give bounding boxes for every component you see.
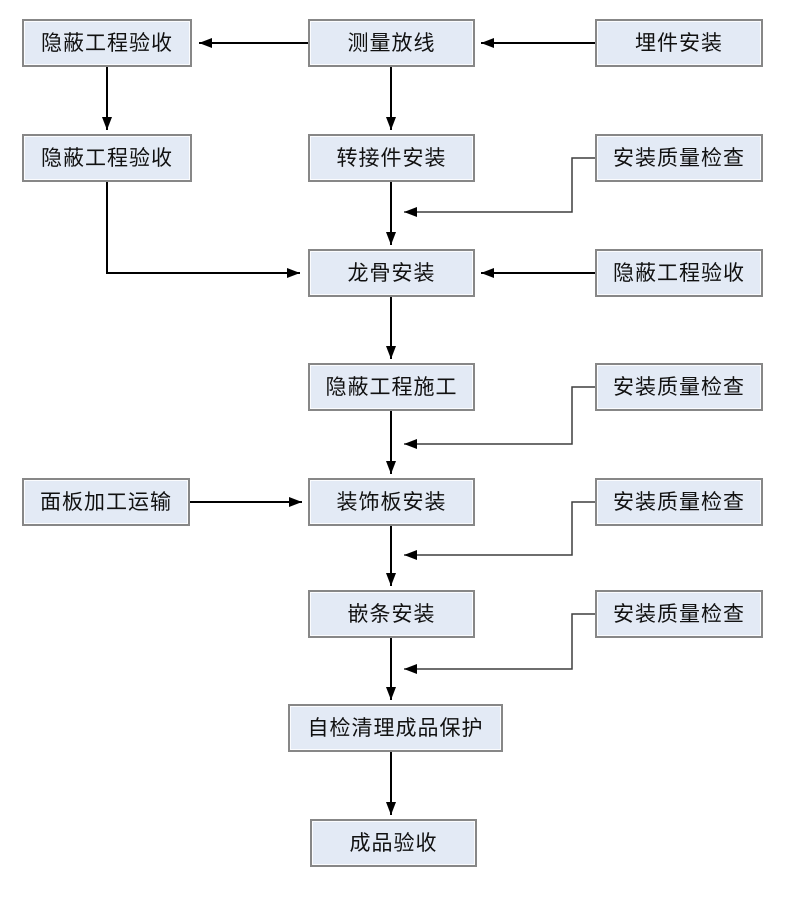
node-label: 安装质量检查 [613,602,745,626]
node-label: 嵌条安装 [347,602,436,626]
node-quality-check-4: 安装质量检查 [595,590,763,638]
connector-quality-check-1-feedback [404,157,595,217]
node-embed-install: 埋件安装 [595,19,763,67]
node-hidden-acceptance-3: 隐蔽工程验收 [595,249,763,297]
connector-quality-check-4-feedback [404,613,595,674]
node-label: 安装质量检查 [613,146,745,170]
node-quality-check-2: 安装质量检查 [595,363,763,411]
node-trim-install: 嵌条安装 [308,590,475,638]
node-panel-processing: 面板加工运输 [22,478,190,526]
node-adapter-install: 转接件安装 [308,134,475,182]
node-label: 测量放线 [347,31,436,55]
node-keel-install: 龙骨安装 [308,249,475,297]
node-hidden-acceptance-2: 隐蔽工程验收 [22,134,192,182]
node-label: 隐蔽工程验收 [41,31,173,55]
node-survey-layout: 测量放线 [308,19,475,67]
node-label: 隐蔽工程验收 [613,261,745,285]
node-label: 面板加工运输 [40,490,172,514]
node-label: 安装质量检查 [613,490,745,514]
connector-quality-check-3-feedback [404,501,595,560]
node-decor-panel-install: 装饰板安装 [308,478,475,526]
node-label: 转接件安装 [336,146,447,170]
node-self-check-cleanup: 自检清理成品保护 [288,704,503,752]
node-label: 安装质量检查 [613,375,745,399]
node-hidden-acceptance-1: 隐蔽工程验收 [22,19,192,67]
node-finished-acceptance: 成品验收 [310,819,477,867]
arrow-hidden-acceptance-2-to-keel-install [106,182,300,278]
node-label: 隐蔽工程施工 [325,375,458,399]
node-quality-check-1: 安装质量检查 [595,134,763,182]
node-label: 埋件安装 [635,31,723,55]
node-hidden-construction: 隐蔽工程施工 [308,363,475,411]
node-label: 龙骨安装 [347,261,436,285]
node-quality-check-3: 安装质量检查 [595,478,763,526]
node-label: 装饰板安装 [336,490,447,514]
connector-quality-check-2-feedback [404,386,595,449]
node-label: 隐蔽工程验收 [41,146,173,170]
node-label: 成品验收 [349,831,438,855]
node-label: 自检清理成品保护 [307,716,484,740]
